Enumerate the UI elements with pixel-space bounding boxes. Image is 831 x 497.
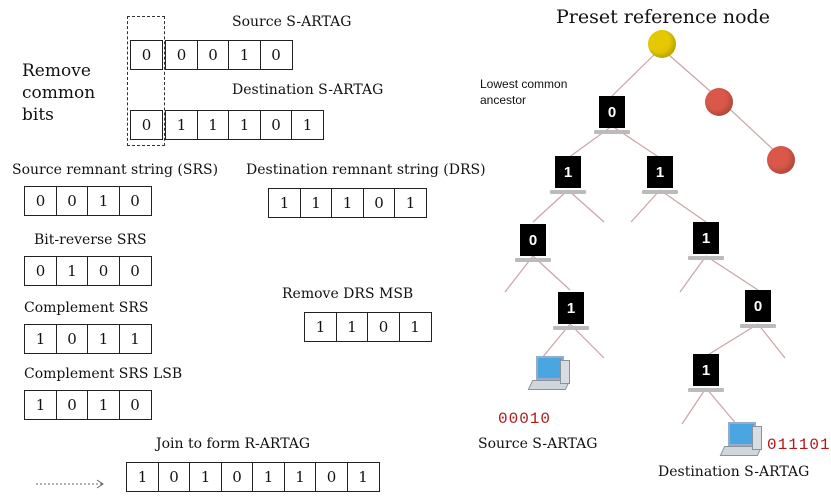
bit-cell: 1 (291, 110, 324, 140)
common-bit-highlight (127, 16, 165, 146)
tree-node: 0 (740, 290, 776, 328)
bit-cell: 1 (398, 312, 432, 342)
drs-label: Destination remnant string (DRS) (246, 162, 486, 178)
bit-cell: 0 (87, 256, 120, 286)
bit-cell: 1 (335, 312, 369, 342)
remove-common-bits-line: common (22, 83, 96, 103)
bit-cell: 1 (331, 188, 364, 218)
arrow (36, 479, 104, 489)
bit-reverse-srs-label: Bit-reverse SRS (34, 232, 147, 248)
bit-cell: 1 (87, 324, 120, 354)
bit-cell: 0 (165, 40, 198, 70)
srs-label: Source remnant string (SRS) (12, 162, 219, 178)
remove-drs-msb-bits: 1 1 0 1 (304, 312, 432, 342)
preset-reference-title: Preset reference node (556, 6, 770, 28)
source-sartag-bits: 0 0 0 1 0 (130, 40, 293, 70)
bit-cell: 0 (24, 256, 57, 286)
bit-cell: 1 (228, 110, 261, 140)
complement-srs-lsb-bits: 1 0 1 0 (24, 390, 152, 420)
bit-cell: 1 (228, 40, 261, 70)
remove-common-bits-line: bits (22, 105, 54, 125)
remove-common-bits-line: Remove (22, 61, 91, 81)
bit-cell: 0 (118, 390, 152, 420)
bit-cell: 0 (55, 324, 89, 354)
bit-cell: 1 (189, 462, 222, 492)
side-node (705, 88, 733, 116)
bit-cell: 1 (118, 324, 152, 354)
source-tag-value: 00010 (498, 410, 552, 428)
bit-cell: 1 (394, 188, 427, 218)
tree-node: 1 (553, 292, 589, 330)
bit-cell: 0 (367, 312, 400, 342)
tree-node: 0 (594, 96, 630, 134)
complement-srs-lsb-label: Complement SRS LSB (24, 366, 183, 382)
bit-cell: 0 (55, 390, 89, 420)
tree-node: 1 (688, 222, 724, 260)
lca-label-line: Lowest common (480, 77, 568, 91)
tree-node: 1 (688, 354, 724, 392)
bit-cell: 1 (346, 462, 380, 492)
bit-cell: 0 (259, 110, 293, 140)
bit-cell: 1 (299, 188, 333, 218)
r-artag-bits: 1 0 1 0 1 1 0 1 (126, 462, 380, 492)
tree-node: 1 (550, 156, 586, 194)
remove-common-bits-label: Remove common bits (22, 60, 95, 126)
join-label: Join to form R-ARTAG (156, 436, 311, 452)
bit-cell: 1 (24, 324, 57, 354)
bit-cell: 0 (196, 40, 230, 70)
source-sartag-node-label: Source S-ARTAG (478, 436, 598, 452)
bit-cell: 0 (118, 186, 152, 216)
bit-cell: 0 (55, 186, 89, 216)
bit-cell: 1 (87, 390, 120, 420)
bit-cell: 1 (196, 110, 230, 140)
bit-cell: 1 (304, 312, 337, 342)
bit-cell: 0 (220, 462, 254, 492)
bit-cell: 1 (252, 462, 285, 492)
destination-sartag-label: Destination S-ARTAG (232, 82, 384, 98)
remove-drs-msb-label: Remove DRS MSB (282, 286, 414, 302)
bit-cell: 0 (130, 40, 163, 70)
computer-icon (719, 422, 763, 462)
tree-node: 0 (515, 224, 551, 262)
tree-node: 1 (642, 156, 678, 194)
bit-cell: 1 (283, 462, 317, 492)
bit-cell: 0 (157, 462, 191, 492)
complement-srs-label: Complement SRS (24, 300, 149, 316)
bit-cell: 0 (24, 186, 57, 216)
bit-reverse-srs-bits: 0 1 0 0 (24, 256, 152, 286)
bit-cell: 0 (118, 256, 152, 286)
lca-label: Lowest common ancestor (480, 76, 567, 108)
drs-bits: 1 1 1 0 1 (268, 188, 427, 218)
lca-label-line: ancestor (480, 93, 527, 107)
destination-sartag-bits: 0 1 1 1 0 1 (130, 110, 324, 140)
bit-cell: 1 (268, 188, 301, 218)
destination-sartag-node-label: Destination S-ARTAG (658, 464, 810, 480)
computer-icon (527, 356, 571, 396)
bit-cell: 1 (87, 186, 120, 216)
bit-cell: 0 (259, 40, 293, 70)
bit-cell: 1 (55, 256, 89, 286)
bit-cell: 0 (315, 462, 348, 492)
source-sartag-label: Source S-ARTAG (232, 14, 352, 30)
bit-cell: 1 (24, 390, 57, 420)
srs-bits: 0 0 1 0 (24, 186, 152, 216)
complement-srs-bits: 1 0 1 1 (24, 324, 152, 354)
bit-cell: 0 (130, 110, 163, 140)
side-node (767, 146, 795, 174)
bit-cell: 1 (126, 462, 159, 492)
bit-cell: 1 (165, 110, 198, 140)
reference-node (648, 30, 676, 58)
bit-cell: 0 (362, 188, 396, 218)
destination-tag-value: 011101 (767, 436, 831, 454)
